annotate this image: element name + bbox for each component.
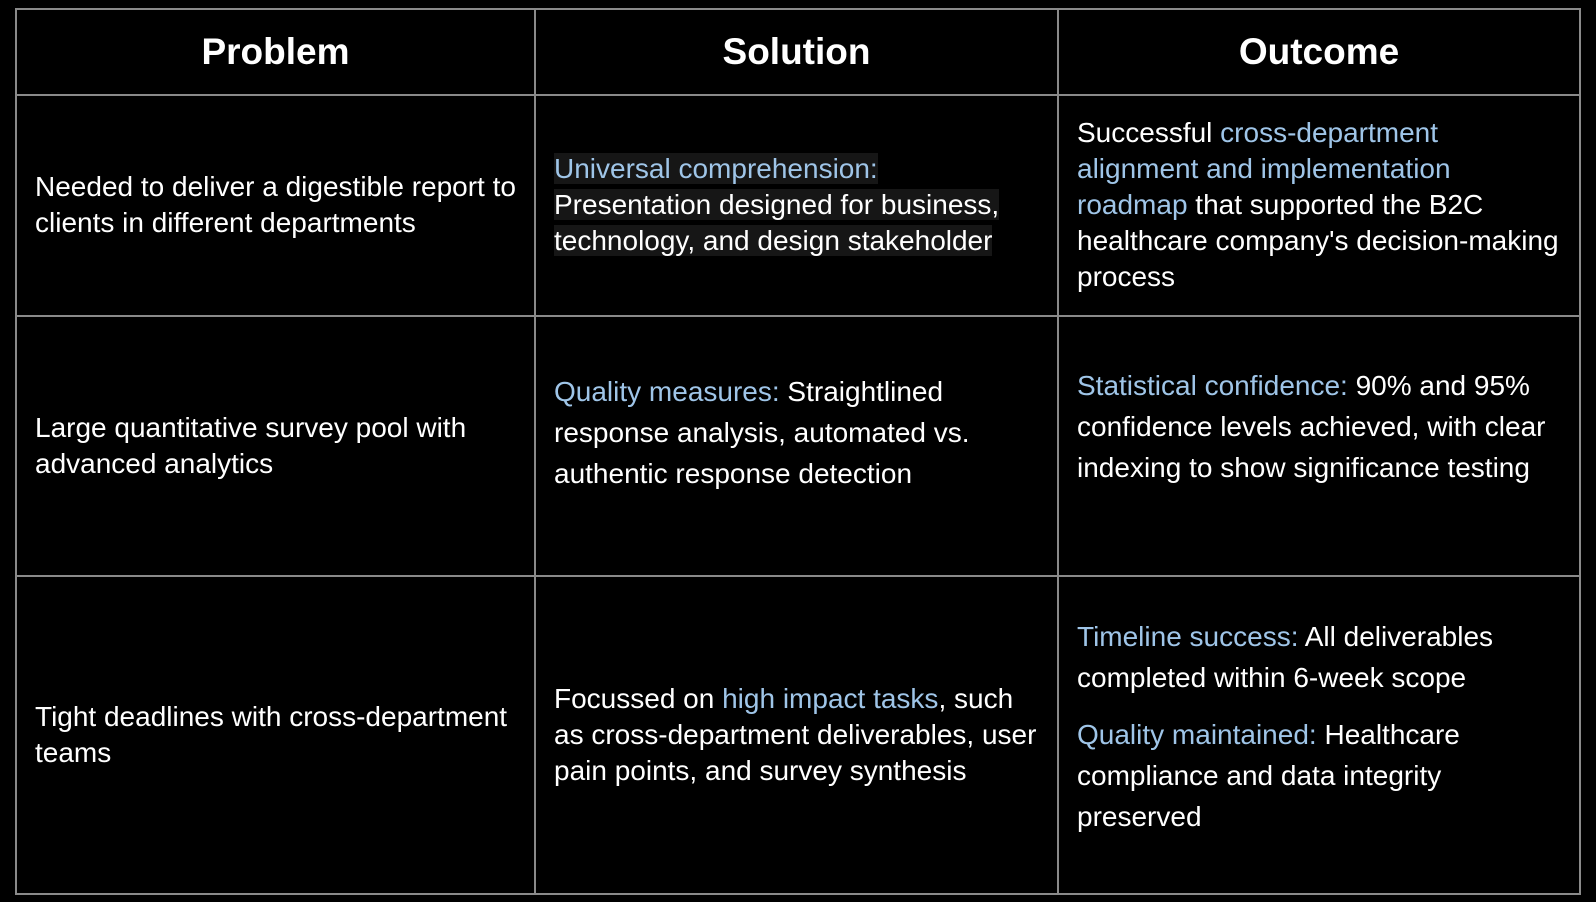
comparison-table-frame: Problem Solution Outcome Needed to deliv… (15, 8, 1581, 895)
problem-text: Large quantitative survey pool with adva… (35, 411, 467, 479)
outcome-paragraph: Quality maintained: Healthcare complianc… (1077, 714, 1561, 837)
solution-body: Presentation designed for business, tech… (554, 189, 1000, 257)
outcome-body: Healthcare compliance and data integrity… (1077, 718, 1460, 832)
solution-cell: Quality measures: Straightlined response… (534, 314, 1059, 578)
outcome-highlight: Timeline success: (1077, 620, 1299, 652)
outcome-highlight: Quality maintained: (1077, 718, 1317, 750)
problem-solution-outcome-table: Problem Solution Outcome Needed to deliv… (15, 8, 1581, 895)
solution-highlight: Quality measures: (554, 376, 780, 408)
solution-body: Straightlined response analysis, automat… (554, 376, 970, 490)
outcome-body: that supported the B2C healthcare compan… (1077, 189, 1559, 293)
outcome-text: Timeline success: All deliverables compl… (1077, 616, 1561, 837)
outcome-lead: Successful (1077, 117, 1221, 149)
header-outcome: Outcome (1057, 8, 1581, 96)
header-row: Problem Solution Outcome (15, 8, 1581, 96)
problem-cell: Large quantitative survey pool with adva… (15, 314, 536, 578)
solution-highlight: Universal comprehension: (554, 153, 878, 185)
header-problem: Problem (15, 8, 536, 96)
outcome-paragraph: Timeline success: All deliverables compl… (1077, 616, 1561, 698)
solution-cell: Focussed on high impact tasks, such as c… (534, 575, 1059, 895)
solution-text: Universal comprehension: Presentation de… (554, 151, 1039, 259)
outcome-cell: Statistical confidence: 90% and 95% conf… (1057, 314, 1581, 578)
solution-cell: Universal comprehension: Presentation de… (534, 94, 1059, 317)
header-solution: Solution (534, 8, 1059, 96)
problem-cell: Tight deadlines with cross-department te… (15, 575, 536, 895)
table-row: Tight deadlines with cross-department te… (15, 575, 1581, 895)
outcome-cell: Successful cross-department alignment an… (1057, 94, 1581, 317)
outcome-cell: Timeline success: All deliverables compl… (1057, 575, 1581, 895)
solution-lead: Focussed on (554, 683, 723, 714)
solution-text: Focussed on high impact tasks, such as c… (554, 681, 1039, 789)
outcome-highlight: cross-department alignment and implement… (1077, 117, 1451, 221)
solution-body: , such as cross-department deliverables,… (554, 683, 1037, 786)
outcome-text: Statistical confidence: 90% and 95% conf… (1077, 365, 1561, 488)
outcome-highlight: Statistical confidence: (1077, 370, 1348, 402)
outcome-text: Successful cross-department alignment an… (1077, 115, 1561, 295)
problem-cell: Needed to deliver a digestible report to… (15, 94, 536, 317)
solution-highlight: high impact tasks (722, 683, 939, 714)
outcome-body: 90% and 95% confidence levels achieved, … (1077, 370, 1546, 484)
solution-text: Quality measures: Straightlined response… (554, 371, 1039, 494)
problem-text: Tight deadlines with cross-department te… (35, 701, 508, 768)
outcome-body: All deliverables completed within 6-week… (1077, 620, 1494, 693)
table-row: Needed to deliver a digestible report to… (15, 94, 1581, 317)
problem-text: Needed to deliver a digestible report to… (35, 171, 516, 239)
table-row: Large quantitative survey pool with adva… (15, 314, 1581, 578)
